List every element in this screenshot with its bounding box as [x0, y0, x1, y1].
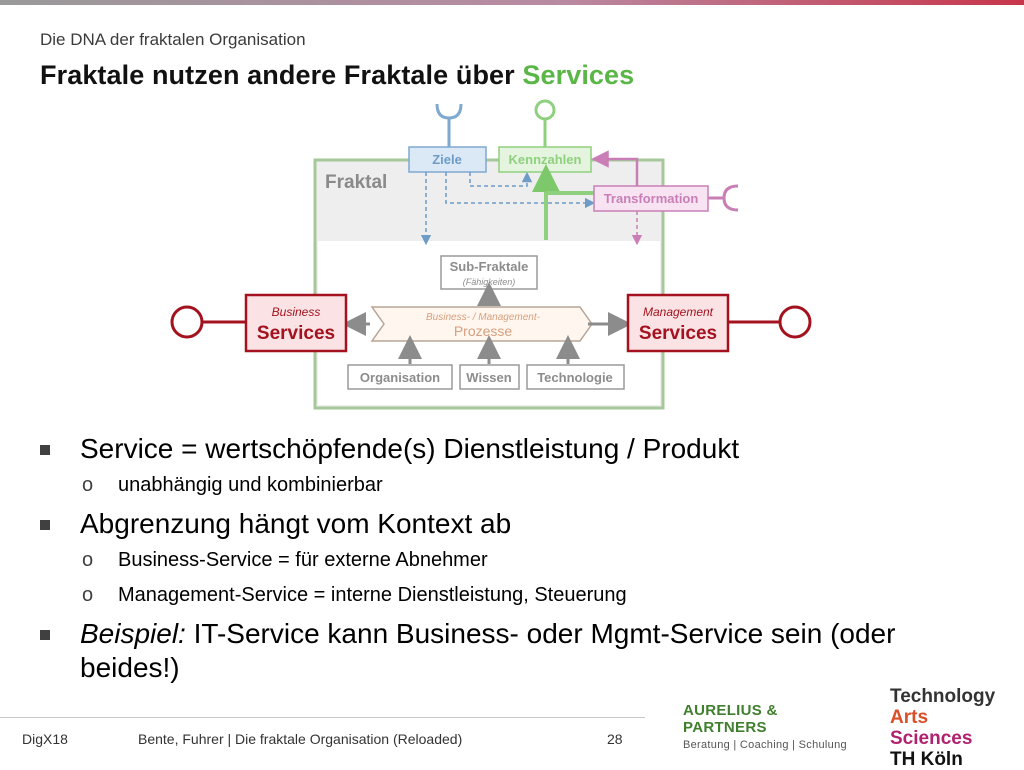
prozesse-label: Prozesse [454, 323, 513, 339]
slide-title: Fraktale nutzen andere Fraktale über Ser… [40, 60, 634, 91]
technologie-label: Technologie [537, 370, 613, 385]
square-bullet-icon [40, 520, 50, 530]
management-services-box [626, 293, 730, 353]
aurelius-partners-logo: AURELIUS & PARTNERS Beratung | Coaching … [683, 702, 858, 751]
bullet-abgrenzung-text: Abgrenzung hängt vom Kontext ab [80, 508, 512, 539]
kennzahlen-ball-icon [534, 99, 556, 121]
title-accent: Services [522, 60, 635, 90]
th-koeln-logo: Technology Arts Sciences TH Köln [890, 686, 1015, 770]
transformation-socket-icon [722, 184, 739, 212]
ziele-to-kennzahlen-arrow [469, 171, 533, 187]
circle-bullet-icon: o [82, 549, 94, 571]
slide-subtitle: Die DNA der fraktalen Organisation [40, 30, 306, 49]
management-services-label: Services [639, 323, 717, 344]
technologie-box [526, 364, 625, 390]
transformation-label: Transformation [604, 191, 699, 206]
circle-bullet-icon: o [82, 584, 94, 606]
title-main: Fraktale nutzen andere Fraktale über [40, 60, 515, 90]
sub-bullet-unabhaengig: o unabhängig und kombinierbar [40, 472, 1000, 498]
kennzahlen-label: Kennzahlen [509, 152, 582, 167]
management-small-label: Management [643, 305, 714, 319]
footer-event: DigX18 [22, 731, 68, 747]
aurelius-tagline: Beratung | Coaching | Schulung [683, 739, 847, 751]
wissen-label: Wissen [466, 370, 511, 385]
th-arts: Arts [890, 707, 929, 728]
management-ball-icon [778, 305, 812, 339]
bullet-abgrenzung: Abgrenzung hängt vom Kontext ab [40, 507, 1000, 541]
bullet-beispiel-label: Beispiel: [80, 618, 186, 649]
sub-bullet-management-service: o Management-Service = interne Dienstlei… [40, 582, 1000, 608]
fractal-diagram: Fraktal Ziele Kennzahlen Transformation … [170, 99, 812, 410]
business-services-box [244, 293, 348, 353]
bullet-beispiel: Beispiel: IT-Service kann Business- oder… [40, 617, 1000, 685]
footer-divider [0, 717, 645, 718]
organisation-label: Organisation [360, 370, 440, 385]
ziele-to-transformation-arrow [445, 172, 596, 209]
ziele-box [408, 146, 487, 173]
prozesse-chevron [370, 306, 593, 342]
sub-bullet-business-service: o Business-Service = für externe Abnehme… [40, 547, 1000, 573]
bullet-service: Service = wertschöpfende(s) Dienstleistu… [40, 432, 1000, 466]
th-line-th-koeln: TH Köln [890, 749, 963, 770]
fraktal-label: Fraktal [325, 172, 387, 193]
sub-bullet-unabhaengig-text: unabhängig und kombinierbar [118, 474, 383, 496]
square-bullet-icon [40, 445, 50, 455]
bullet-service-text: Service = wertschöpfende(s) Dienstleistu… [80, 433, 740, 464]
th-line-technology: Technology [890, 686, 996, 707]
business-ball-icon [170, 305, 204, 339]
ziele-socket-icon [435, 103, 463, 120]
th-line-arts-sciences: Arts Sciences [890, 707, 1015, 749]
square-bullet-icon [40, 630, 50, 640]
circle-bullet-icon: o [82, 474, 94, 496]
faehigkeiten-label: (Fähigkeiten) [463, 277, 516, 287]
prozesse-small-label: Business- / Management- [426, 312, 541, 323]
th-sciences: Sciences [890, 728, 973, 749]
sub-bullet-management-service-text: Management-Service = interne Dienstleist… [118, 584, 627, 606]
top-accent-bar [0, 0, 1024, 5]
subfraktale-label: Sub-Fraktale [450, 259, 529, 274]
bullet-beispiel-text: IT-Service kann Business- oder Mgmt-Serv… [80, 618, 896, 683]
organisation-box [347, 364, 453, 390]
ziele-label: Ziele [432, 152, 462, 167]
transformation-to-kennzahlen-arrow [591, 150, 639, 186]
business-small-label: Business [272, 305, 321, 319]
aurelius-name: AURELIUS & PARTNERS [683, 702, 778, 736]
footer-authors: Bente, Fuhrer | Die fraktale Organisatio… [138, 731, 463, 747]
wissen-box [459, 364, 520, 390]
business-services-label: Services [257, 323, 335, 344]
sub-bullet-business-service-text: Business-Service = für externe Abnehmer [118, 549, 488, 571]
page-number: 28 [607, 731, 623, 747]
bullet-list: Service = wertschöpfende(s) Dienstleistu… [40, 432, 1000, 691]
